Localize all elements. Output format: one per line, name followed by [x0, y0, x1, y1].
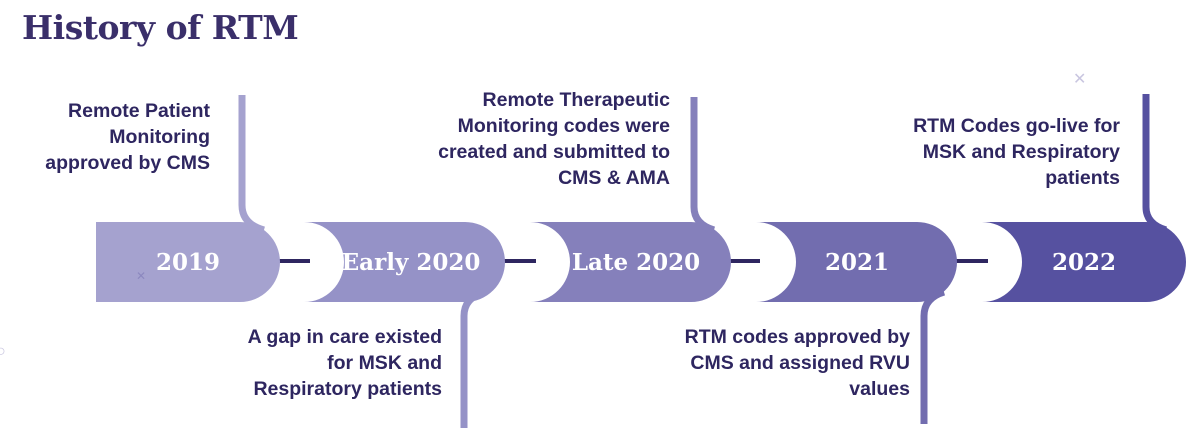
segment-label-2021: 2021 [825, 249, 889, 276]
timeline-segment-2021 [756, 222, 957, 302]
event-text-2019: Remote Patient Monitoring approved by CM… [45, 100, 210, 174]
circle-icon: ○ [0, 343, 6, 360]
event-text-late-2020: Remote Therapeutic Monitoring codes were… [438, 89, 670, 189]
event-pointer-early-2020 [460, 288, 486, 428]
segment-label-2022: 2022 [1052, 249, 1116, 276]
event-pointer-2022 [1142, 94, 1168, 234]
timeline-segment-late-2020 [530, 222, 731, 302]
event-pointer-2021 [920, 288, 946, 424]
sparkle-icon: ✕ [1073, 71, 1087, 88]
timeline-segment-early-2020 [304, 222, 505, 302]
segment-label-late-2020: Late 2020 [572, 249, 700, 276]
event-text-2021: RTM codes approved by CMS and assigned R… [684, 326, 910, 400]
segment-label-2019: 2019 [156, 249, 220, 276]
event-text-2022: RTM Codes go-live for MSK and Respirator… [913, 115, 1120, 189]
sparkle-icon: ✕ [136, 269, 147, 283]
timeline-segment-2022 [982, 222, 1186, 302]
event-text-early-2020: A gap in care existed for MSK and Respir… [247, 326, 442, 400]
timeline-segment-2019 [96, 222, 280, 302]
event-pointer-2019 [238, 95, 266, 234]
event-pointer-late-2020 [690, 97, 716, 234]
page-title: History of RTM [22, 8, 299, 47]
segment-label-early-2020: Early 2020 [342, 249, 481, 276]
